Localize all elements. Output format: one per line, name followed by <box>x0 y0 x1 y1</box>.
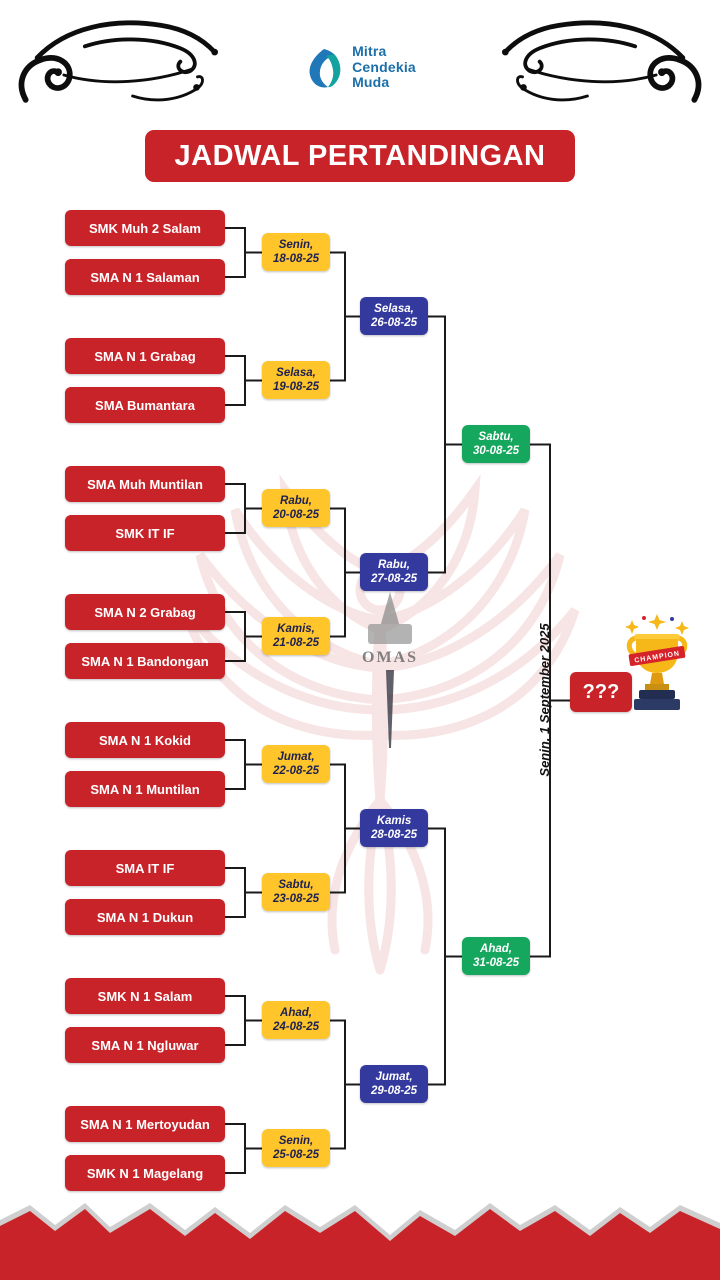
match-date: 22-08-25 <box>272 765 320 777</box>
team-box-4: SMA Bumantara <box>65 387 225 423</box>
emblem-text: OMAS <box>362 649 418 666</box>
team-box-9: SMA N 1 Kokid <box>65 722 225 758</box>
round1-match-6-date: Sabtu, 23-08-25 <box>262 873 330 911</box>
match-date: 20-08-25 <box>272 509 320 521</box>
corner-flourish-left-icon <box>18 20 219 103</box>
quarterfinal-3-date: Kamis 28-08-25 <box>360 809 428 847</box>
match-day: Ahad, <box>480 943 512 955</box>
team-box-7: SMA N 2 Grabag <box>65 594 225 630</box>
team-box-12: SMA N 1 Dukun <box>65 899 225 935</box>
final-winner-box: ??? <box>570 672 632 712</box>
page-title: JADWAL PERTANDINGAN <box>174 139 546 172</box>
match-day: Selasa, <box>374 303 414 315</box>
team-box-13: SMK N 1 Salam <box>65 978 225 1014</box>
team-box-2: SMA N 1 Salaman <box>65 259 225 295</box>
org-logo-line3: Muda <box>352 74 390 91</box>
final-winner-label: ??? <box>582 680 620 703</box>
match-date: 29-08-25 <box>370 1085 418 1097</box>
match-date: 26-08-25 <box>370 317 418 329</box>
trophy-icon: CHAMPION <box>625 614 689 710</box>
corner-flourish-right-icon <box>501 20 702 103</box>
match-date: 21-08-25 <box>272 637 320 649</box>
quarterfinal-1-date: Selasa, 26-08-25 <box>360 297 428 335</box>
match-date: 19-08-25 <box>272 381 320 393</box>
org-logo-line2: Cendekia <box>352 58 416 75</box>
match-day: Senin, <box>278 239 314 251</box>
round1-match-5-date: Jumat, 22-08-25 <box>262 745 330 783</box>
match-day: Senin, <box>278 1135 314 1147</box>
org-logo-mark-icon <box>309 48 341 87</box>
round1-match-4-date: Kamis, 21-08-25 <box>262 617 330 655</box>
match-date: 24-08-25 <box>272 1021 320 1033</box>
match-day: Sabtu, <box>478 431 514 443</box>
team-box-5: SMA Muh Muntilan <box>65 466 225 502</box>
round1-match-1-date: Senin, 18-08-25 <box>262 233 330 271</box>
team-box-8: SMA N 1 Bandongan <box>65 643 225 679</box>
final-date-text: Senin, 1 September 2025 <box>537 623 552 777</box>
semifinal-1-date: Sabtu, 30-08-25 <box>462 425 530 463</box>
match-day: Selasa, <box>276 367 316 379</box>
match-day: Jumat, <box>277 751 315 763</box>
team-box-10: SMA N 1 Muntilan <box>65 771 225 807</box>
semifinal-2-date: Ahad, 31-08-25 <box>462 937 530 975</box>
org-logo-text: Mitra Cendekia Muda <box>352 43 416 91</box>
match-day: Ahad, <box>280 1007 312 1019</box>
match-day: Jumat, <box>375 1071 413 1083</box>
team-box-11: SMA IT IF <box>65 850 225 886</box>
match-date: 31-08-25 <box>472 957 520 969</box>
team-box-3: SMA N 1 Grabag <box>65 338 225 374</box>
match-date: 27-08-25 <box>370 573 418 585</box>
emblem-watermark: OMAS <box>362 592 418 748</box>
org-logo-line1: Mitra <box>352 43 387 59</box>
match-date: 25-08-25 <box>272 1149 320 1161</box>
round1-match-8-date: Senin, 25-08-25 <box>262 1129 330 1167</box>
match-date: 23-08-25 <box>272 893 320 905</box>
round1-match-3-date: Rabu, 20-08-25 <box>262 489 330 527</box>
match-day: Rabu, <box>280 495 312 507</box>
team-box-15: SMA N 1 Mertoyudan <box>65 1106 225 1142</box>
match-day: Sabtu, <box>278 879 314 891</box>
round1-match-7-date: Ahad, 24-08-25 <box>262 1001 330 1039</box>
quarterfinal-4-date: Jumat, 29-08-25 <box>360 1065 428 1103</box>
team-box-1: SMK Muh 2 Salam <box>65 210 225 246</box>
org-logo: Mitra Cendekia Muda <box>0 43 720 91</box>
team-box-14: SMA N 1 Ngluwar <box>65 1027 225 1063</box>
match-date: 18-08-25 <box>272 253 320 265</box>
title-banner: JADWAL PERTANDINGAN <box>145 130 575 182</box>
torn-edge-footer <box>0 1203 720 1280</box>
team-box-6: SMK IT IF <box>65 515 225 551</box>
team-box-16: SMK N 1 Magelang <box>65 1155 225 1191</box>
match-day: Rabu, <box>378 559 410 571</box>
match-day: Kamis, <box>277 623 315 635</box>
match-date: 30-08-25 <box>472 445 520 457</box>
match-day: Kamis <box>376 815 412 827</box>
match-date: 28-08-25 <box>370 829 418 841</box>
round1-match-2-date: Selasa, 19-08-25 <box>262 361 330 399</box>
quarterfinal-2-date: Rabu, 27-08-25 <box>360 553 428 591</box>
